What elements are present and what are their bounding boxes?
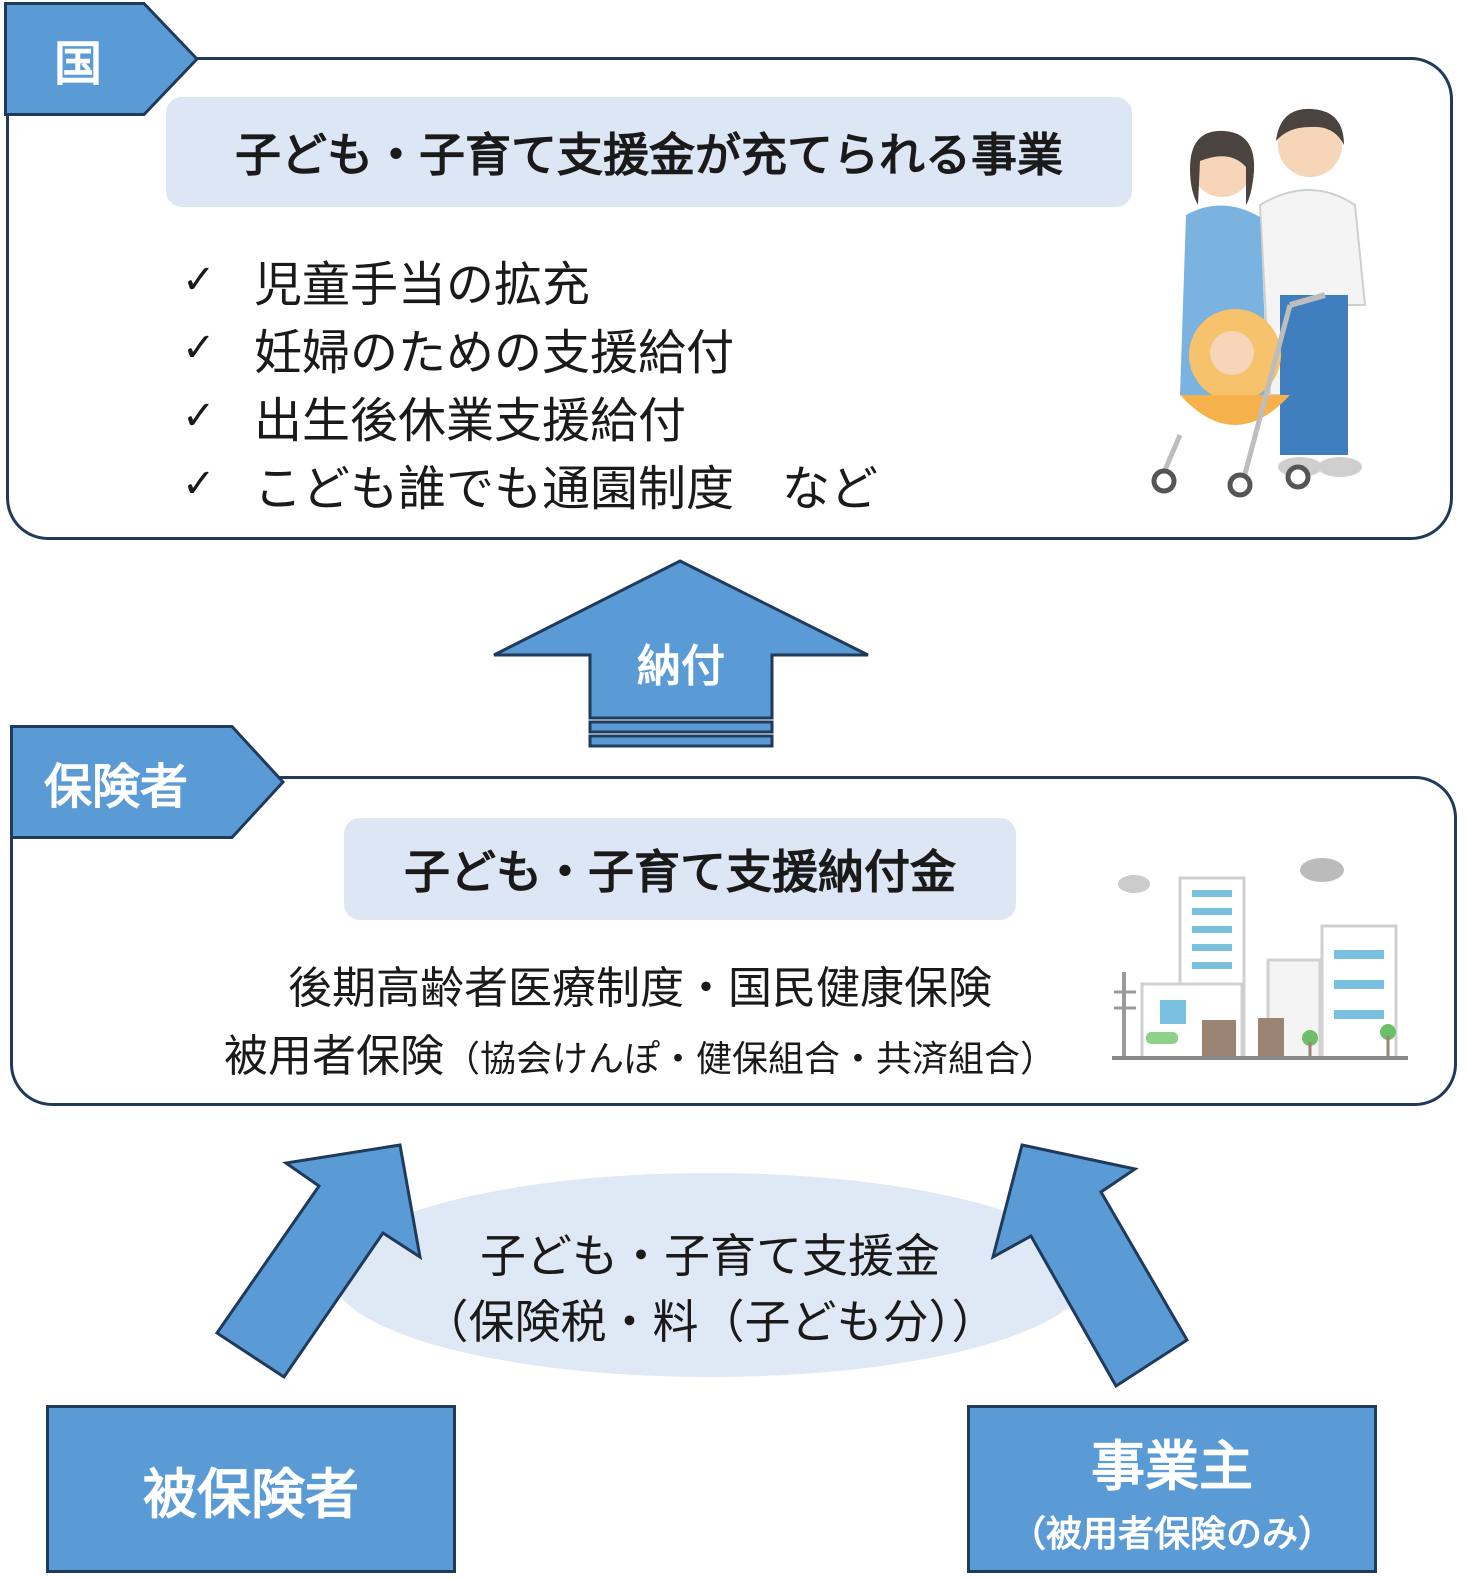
list-item: ✓ 児童手当の拡充 bbox=[182, 246, 878, 314]
insurer-line-2-main: 被用者保険 bbox=[223, 1031, 444, 1082]
insurer-tag-label: 保険者 bbox=[44, 759, 189, 815]
check-icon: ✓ bbox=[182, 325, 216, 371]
list-item-text: 出生後休業支援給付 bbox=[254, 393, 687, 449]
list-item-text: こども誰でも通園制度 など bbox=[254, 461, 879, 517]
national-tag-label: 国 bbox=[54, 36, 103, 92]
employer-box-sub: （被用者保険のみ） bbox=[1009, 1513, 1334, 1555]
national-tag-shape bbox=[4, 2, 200, 116]
contribution-line-1: 子ども・子育て支援金 bbox=[480, 1229, 940, 1283]
insurer-heading-text: 子ども・子育て支援納付金 bbox=[404, 845, 956, 899]
insured-box: 被保険者 bbox=[46, 1405, 456, 1573]
insurer-line-2-sub: （協会けんぽ・健保組合・共済組合） bbox=[443, 1039, 1056, 1080]
insurer-line-2: 被用者保険（協会けんぽ・健保組合・共済組合） bbox=[160, 1020, 1120, 1084]
insurer-line-1: 後期高齢者医療制度・国民健康保険 bbox=[288, 963, 992, 1014]
contribution-ellipse bbox=[332, 1173, 1088, 1377]
national-tag: 国 bbox=[4, 2, 200, 116]
payment-arrow bbox=[493, 559, 869, 748]
employer-box-label: 事業主 bbox=[1091, 1434, 1253, 1498]
family-illustration bbox=[1151, 108, 1367, 498]
national-heading-text: 子ども・子育て支援金が充てられる事業 bbox=[235, 128, 1063, 182]
list-item: ✓ 出生後休業支援給付 bbox=[182, 382, 878, 450]
insurer-tag: 保険者 bbox=[10, 725, 286, 839]
check-icon: ✓ bbox=[182, 257, 216, 303]
buildings-illustration bbox=[1112, 858, 1408, 1060]
national-heading: 子ども・子育て支援金が充てられる事業 bbox=[166, 97, 1132, 207]
insurer-heading: 子ども・子育て支援納付金 bbox=[344, 818, 1016, 920]
employer-box: 事業主 （被用者保険のみ） bbox=[967, 1405, 1377, 1573]
list-item-text: 妊婦のための支援給付 bbox=[254, 325, 735, 381]
contribution-line-2: （保険税・料（子ども分）） bbox=[422, 1295, 998, 1349]
insurer-tag-shape bbox=[10, 725, 286, 839]
list-item: ✓ 妊婦のための支援給付 bbox=[182, 314, 878, 382]
list-item: ✓ こども誰でも通園制度 など bbox=[182, 450, 878, 518]
check-icon: ✓ bbox=[182, 461, 216, 507]
check-icon: ✓ bbox=[182, 393, 216, 439]
insured-box-label: 被保険者 bbox=[143, 1462, 359, 1526]
funded-programs-list: ✓ 児童手当の拡充 ✓ 妊婦のための支援給付 ✓ 出生後休業支援給付 ✓ こども… bbox=[182, 246, 878, 518]
list-item-text: 児童手当の拡充 bbox=[254, 257, 591, 313]
payment-arrow-label: 納付 bbox=[637, 641, 725, 692]
